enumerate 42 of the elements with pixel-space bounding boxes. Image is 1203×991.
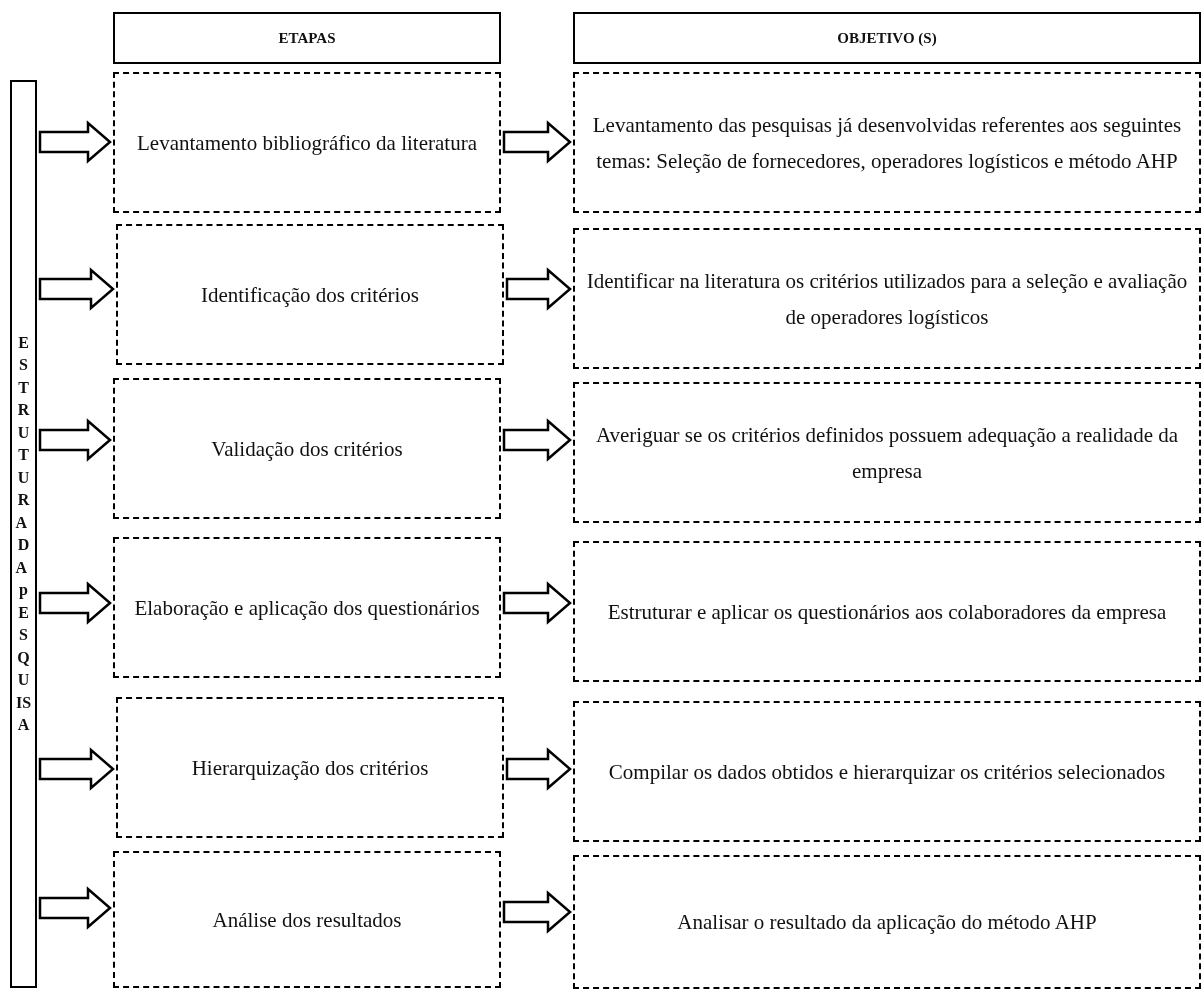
block-arrow bbox=[505, 267, 572, 311]
objective-box bbox=[573, 541, 1201, 682]
step-text: Análise dos resultados bbox=[211, 906, 403, 934]
objective-box bbox=[573, 72, 1201, 213]
step-text: Elaboração e aplicação dos questionários bbox=[133, 594, 481, 622]
block-arrow bbox=[38, 418, 112, 462]
step-text: Validação dos critérios bbox=[210, 435, 404, 463]
vertical-label: ESTRUTURA DA pESQUISA bbox=[15, 332, 32, 735]
step-box bbox=[116, 697, 504, 838]
block-arrow bbox=[38, 747, 115, 791]
block-arrow bbox=[502, 890, 572, 934]
column-header bbox=[113, 12, 501, 64]
objective-text: Averiguar se os critérios definidos possuem adequação a realidade da empresa bbox=[594, 421, 1180, 485]
objective-box bbox=[573, 228, 1201, 369]
block-arrow bbox=[502, 120, 572, 164]
block-arrow bbox=[38, 886, 112, 930]
step-box bbox=[113, 537, 501, 678]
step-box bbox=[113, 851, 501, 988]
step-text: Hierarquização dos critérios bbox=[190, 754, 430, 782]
objective-text: Identificar na literatura os critérios utilizados para a seleção e avaliação de operadores logísticos bbox=[585, 267, 1189, 331]
block-arrow bbox=[502, 418, 572, 462]
step-box bbox=[116, 224, 504, 365]
objective-text: Levantamento das pesquisas já desenvolvidas referentes aos seguintes temas: Seleção de fornecedores, operadores logísticos e método AHP bbox=[591, 111, 1183, 175]
block-arrow bbox=[505, 747, 572, 791]
step-text: Identificação dos critérios bbox=[199, 281, 421, 309]
objective-text: Compilar os dados obtidos e hierarquizar os critérios selecionados bbox=[607, 758, 1167, 786]
objective-box bbox=[573, 701, 1201, 842]
objective-text: Analisar o resultado da aplicação do método AHP bbox=[676, 909, 1098, 936]
header-text: OBJETIVO (S) bbox=[836, 29, 938, 48]
column-header bbox=[573, 12, 1201, 64]
objective-box bbox=[573, 382, 1201, 523]
block-arrow bbox=[38, 120, 112, 164]
step-box bbox=[113, 378, 501, 519]
objective-text: Estruturar e aplicar os questionários aos colaboradores da empresa bbox=[606, 598, 1168, 626]
objective-box bbox=[573, 855, 1201, 989]
step-box bbox=[113, 72, 501, 213]
step-text: Levantamento bibliográfico da literatura bbox=[136, 129, 478, 157]
block-arrow bbox=[38, 581, 112, 625]
vertical-label-bar bbox=[10, 80, 37, 988]
block-arrow bbox=[38, 267, 115, 311]
header-text: ETAPAS bbox=[277, 29, 337, 48]
block-arrow bbox=[502, 581, 572, 625]
